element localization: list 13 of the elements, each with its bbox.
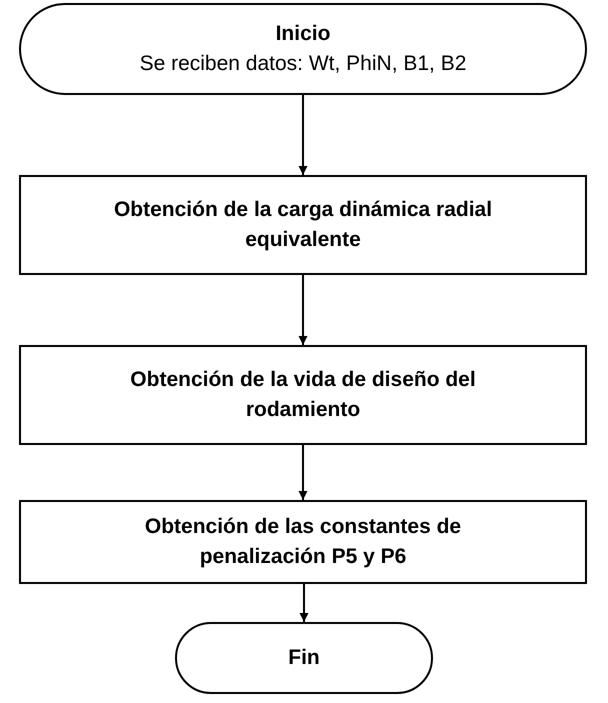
arrow	[298, 275, 308, 345]
arrow	[300, 584, 308, 622]
process-box	[19, 175, 587, 275]
terminal-text: Se reciben datos: Wt, PhiN, B1, B2	[140, 51, 466, 77]
arrow	[298, 445, 308, 500]
process-label: Obtención de las constantes de penalización P5 y P6	[144, 514, 462, 570]
process-box	[19, 345, 587, 445]
arrow	[298, 95, 308, 175]
process-box	[19, 500, 587, 584]
terminal-label: Inicio	[276, 20, 330, 47]
process-label: Obtención de la vida de diseño del rodamiento	[129, 366, 477, 423]
process-label: Obtención de la carga dinámica radial equivalente	[112, 196, 494, 253]
terminal-label: Fin	[288, 644, 320, 671]
